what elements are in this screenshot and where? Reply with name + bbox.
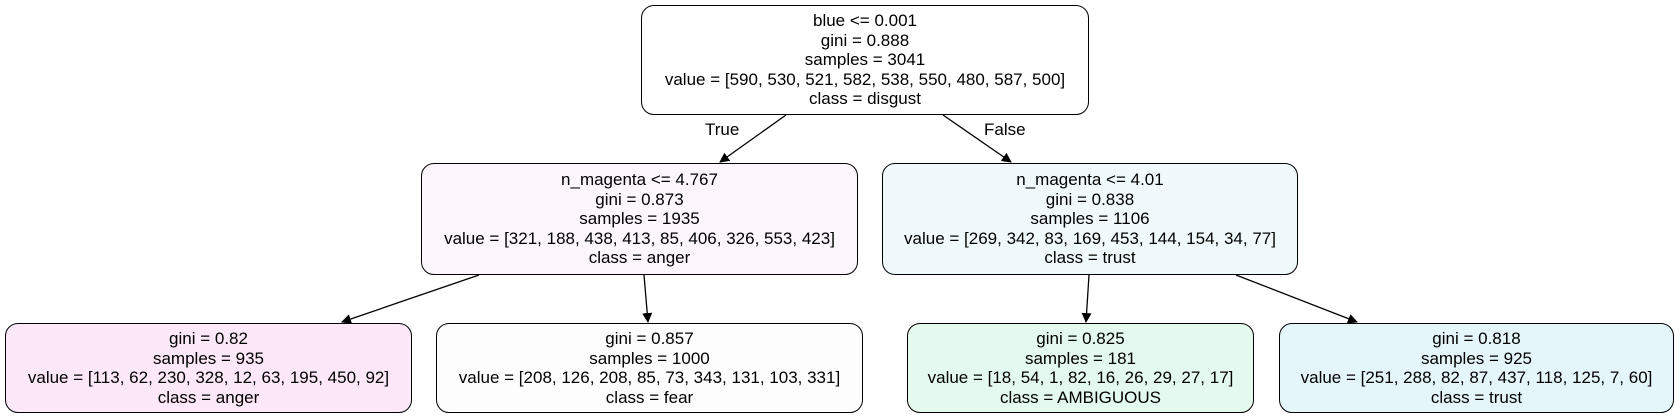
edge-root-left (719, 114, 787, 163)
tree-node-leaf-rl: gini = 0.825 samples = 181 value = [18, … (907, 323, 1254, 413)
node-class: class = anger (157, 387, 260, 407)
node-value: value = [251, 288, 82, 87, 437, 118, 125… (1300, 368, 1653, 387)
edge-right-rl (1081, 274, 1092, 323)
node-samples: samples = 1000 (589, 348, 710, 368)
node-value: value = [18, 54, 1, 82, 16, 26, 29, 27, … (927, 368, 1234, 387)
node-class: class = trust (1044, 248, 1136, 268)
edge-root-right (942, 114, 1012, 163)
node-gini: gini = 0.818 (1432, 329, 1521, 348)
node-value: value = [113, 62, 230, 328, 12, 63, 195,… (27, 368, 390, 387)
tree-node-leaf-rr: gini = 0.818 samples = 925 value = [251,… (1279, 323, 1674, 413)
node-gini: gini = 0.838 (1045, 189, 1135, 209)
node-class: class = fear (605, 387, 694, 407)
node-gini: gini = 0.82 (169, 329, 248, 348)
node-class: class = trust (1430, 387, 1523, 407)
node-class: class = AMBIGUOUS (999, 387, 1162, 407)
edge-left-ll (341, 274, 480, 324)
node-value: value = [269, 342, 83, 169, 453, 144, 15… (904, 228, 1276, 248)
node-split: blue <= 0.001 (813, 11, 917, 31)
node-split: n_magenta <= 4.01 (1016, 170, 1164, 190)
node-class: class = anger (588, 248, 691, 268)
node-samples: samples = 1935 (579, 209, 700, 229)
node-gini: gini = 0.873 (595, 189, 684, 209)
node-gini: gini = 0.888 (820, 30, 910, 50)
node-class: class = disgust (809, 89, 921, 109)
edge-label-false: False (984, 120, 1026, 139)
tree-node-leaf-ll: gini = 0.82 samples = 935 value = [113, … (5, 323, 412, 413)
node-gini: gini = 0.857 (605, 329, 694, 348)
node-samples: samples = 1106 (1030, 209, 1150, 229)
tree-node-leaf-lr: gini = 0.857 samples = 1000 value = [208… (436, 323, 863, 413)
edge-label-true: True (705, 120, 740, 139)
node-samples: samples = 3041 (804, 50, 926, 70)
node-value: value = [321, 188, 438, 413, 85, 406, 32… (444, 228, 835, 248)
edge-right-rr (1235, 274, 1358, 324)
node-samples: samples = 181 (1024, 348, 1137, 368)
node-samples: samples = 925 (1420, 348, 1533, 368)
node-gini: gini = 0.825 (1036, 329, 1125, 348)
tree-node-left: n_magenta <= 4.767 gini = 0.873 samples … (421, 163, 858, 275)
tree-node-right: n_magenta <= 4.01 gini = 0.838 samples =… (882, 163, 1298, 275)
edge-left-lr (642, 274, 653, 323)
node-value: value = [590, 530, 521, 582, 538, 550, 4… (664, 69, 1066, 89)
node-value: value = [208, 126, 208, 85, 73, 343, 131… (458, 368, 841, 387)
node-samples: samples = 935 (152, 348, 265, 368)
tree-node-root: blue <= 0.001 gini = 0.888 samples = 304… (641, 5, 1089, 115)
node-split: n_magenta <= 4.767 (561, 170, 718, 190)
